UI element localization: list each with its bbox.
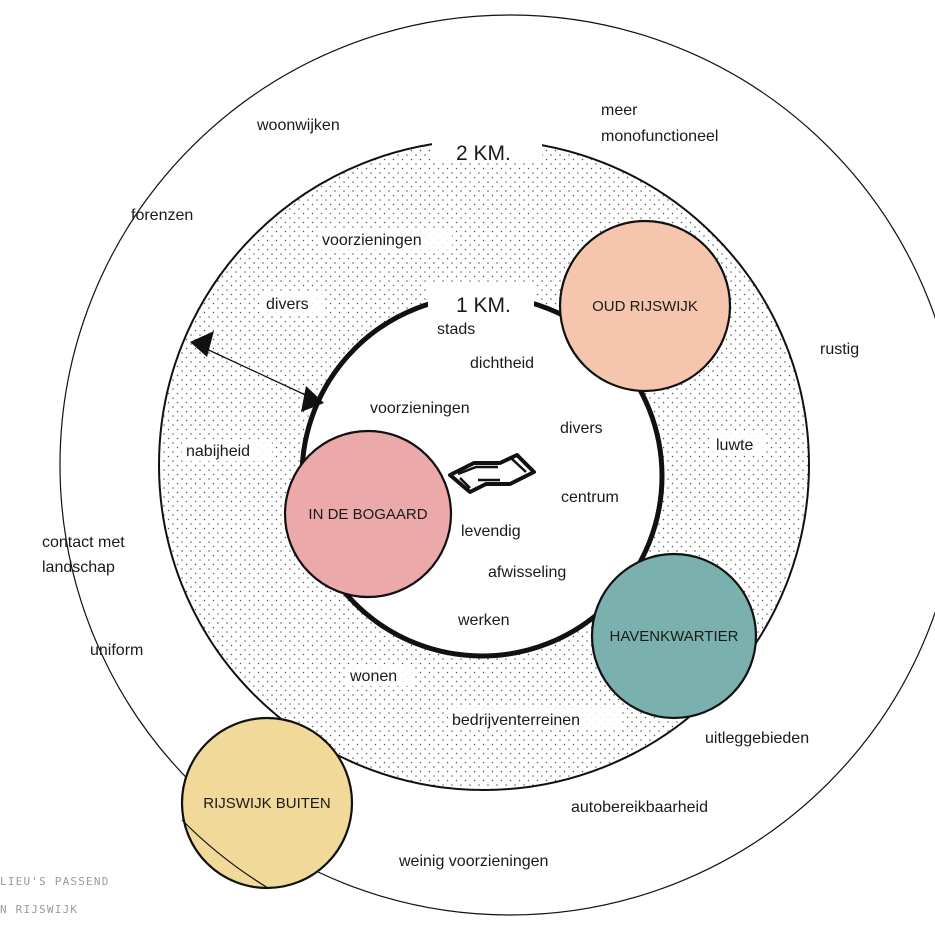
km-2-label: 2 KM. bbox=[456, 142, 511, 165]
gap-luwte bbox=[712, 433, 766, 455]
label-forenzen: forenzen bbox=[131, 207, 193, 224]
district-label: OUD RIJSWIJK bbox=[592, 298, 698, 315]
label-autobereikbaarheid: autobereikbaarheid bbox=[571, 799, 708, 816]
km-1-label: 1 KM. bbox=[456, 294, 511, 317]
label-bedrijventerreinen: bedrijventerreinen bbox=[452, 712, 580, 729]
label-werken: werken bbox=[457, 612, 510, 629]
district-havenkwartier: HAVENKWARTIER bbox=[590, 552, 758, 720]
label-nabijheid: nabijheid bbox=[186, 443, 250, 460]
gap-nabijheid bbox=[182, 439, 272, 461]
district-circle bbox=[590, 552, 758, 720]
label-centrum: centrum bbox=[561, 489, 619, 506]
district-circle bbox=[558, 219, 732, 393]
label-divers-inner: divers bbox=[560, 420, 603, 437]
label-wonen: wonen bbox=[349, 668, 397, 685]
gap-divers bbox=[262, 292, 322, 314]
ns-railway-logo-icon bbox=[448, 453, 536, 494]
label-divers-middle: divers bbox=[266, 296, 309, 313]
gap-bedrijventerreinen bbox=[448, 708, 620, 730]
label-weinig-voorzieningen: weinig voorzieningen bbox=[398, 853, 548, 870]
label-uniform: uniform bbox=[90, 642, 143, 659]
km2-label-gap bbox=[432, 132, 542, 160]
km1-label-gap bbox=[428, 285, 534, 307]
outer-zone-circle-overlap bbox=[181, 819, 269, 889]
label-uitleggebieden: uitleggebieden bbox=[705, 730, 809, 747]
label-stads: stads bbox=[437, 321, 475, 338]
double-arrow-icon bbox=[190, 331, 324, 412]
label-luwte: luwte bbox=[716, 437, 753, 454]
label-landschap: landschap bbox=[42, 559, 115, 576]
gap-wonen bbox=[346, 664, 414, 686]
label-dichtheid: dichtheid bbox=[470, 355, 534, 372]
district-label: HAVENKWARTIER bbox=[610, 628, 739, 645]
gap-voorzieningen bbox=[318, 228, 452, 250]
district-rijswijk-buiten: RIJSWIJK BUITEN bbox=[180, 716, 354, 890]
district-label: IN DE BOGAARD bbox=[308, 506, 427, 523]
district-label: RIJSWIJK BUITEN bbox=[203, 795, 331, 812]
label-levendig: levendig bbox=[461, 523, 521, 540]
label-monofunctioneel: monofunctioneel bbox=[601, 128, 718, 145]
label-contact-met: contact met bbox=[42, 534, 125, 551]
caption-line-2: N RIJSWIJK bbox=[0, 903, 78, 916]
label-meer: meer bbox=[601, 102, 638, 119]
label-afwisseling: afwisseling bbox=[488, 564, 566, 581]
label-voorzieningen-inner: voorzieningen bbox=[370, 400, 470, 417]
caption-line-1: LIEU'S PASSEND bbox=[0, 875, 110, 888]
district-in-de-bogaard: IN DE BOGAARD bbox=[283, 429, 453, 599]
label-voorzieningen-middle: voorzieningen bbox=[322, 232, 422, 249]
label-rustig: rustig bbox=[820, 341, 859, 358]
outer-zone-circle bbox=[59, 14, 935, 916]
district-oud-rijswijk: OUD RIJSWIJK bbox=[558, 219, 732, 393]
label-woonwijken: woonwijken bbox=[256, 117, 340, 134]
district-circle bbox=[283, 429, 453, 599]
